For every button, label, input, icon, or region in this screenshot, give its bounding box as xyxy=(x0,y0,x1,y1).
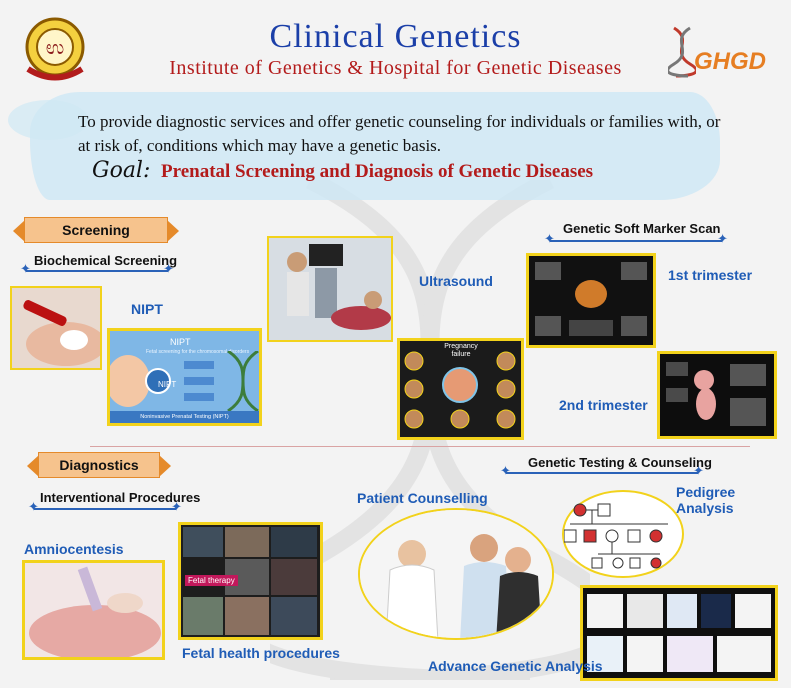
counselling-icon xyxy=(360,510,552,638)
nipt-label: NIPT xyxy=(131,301,163,317)
nipt-panel-footer: Noninvasive Prenatal Testing (NIPT) xyxy=(110,411,259,423)
fetus-images-icon xyxy=(400,341,521,437)
brush-accent xyxy=(8,100,88,140)
first-trimester-label: 1st trimester xyxy=(668,267,753,283)
interventional-procedures-label: Interventional Procedures xyxy=(40,490,201,505)
goal-label: Goal: xyxy=(92,158,151,183)
institute-subtitle: Institute of Genetics & Hospital for Gen… xyxy=(169,57,622,79)
ighgd-logo-text: GHGD xyxy=(694,48,766,75)
nipt-panel-subtitle: Fetal screening for the chromosomal diso… xyxy=(146,349,250,355)
page-title: Clinical Genetics xyxy=(269,18,522,55)
nipt-panel: NIPT Fetal screening for the chromosomal… xyxy=(107,328,262,426)
fetal-model-icon xyxy=(660,354,774,436)
pregnancy-failure-label: Pregnancy failure xyxy=(444,343,478,358)
advance-analysis-label: Advance Genetic Analysis xyxy=(428,658,603,674)
soft-marker-label: Genetic Soft Marker Scan xyxy=(563,221,721,236)
section-divider xyxy=(90,446,750,447)
ultrasound-label: Ultrasound xyxy=(419,273,493,289)
genetic-analysis-panel xyxy=(580,585,778,681)
amniocentesis-label: Amniocentesis xyxy=(24,541,124,557)
ultrasound-photo xyxy=(267,236,393,342)
diagnostics-ribbon: Diagnostics xyxy=(27,452,171,478)
biochemical-screening-label: Biochemical Screening xyxy=(34,253,178,268)
second-trimester-panel xyxy=(657,351,777,439)
brush-background xyxy=(30,92,720,200)
fetal-therapy-tag: Fetal therapy xyxy=(185,575,238,586)
pedigree-label: Pedigree Analysis xyxy=(676,484,736,516)
nipt-panel-title: NIPT xyxy=(170,337,191,347)
nipt-diagram-icon xyxy=(110,351,259,411)
university-logo-icon: ಉ xyxy=(25,17,85,81)
screening-ribbon: Screening xyxy=(13,217,179,243)
fetal-health-collage: Fetal therapy xyxy=(178,522,323,640)
second-trimester-label: 2nd trimester xyxy=(559,397,648,413)
genetic-analysis-icon xyxy=(583,588,775,678)
patient-counselling-label: Patient Counselling xyxy=(357,490,488,506)
pedigree-tree-icon xyxy=(563,503,668,569)
mission-statement: To provide diagnostic services and offer… xyxy=(78,112,721,155)
blood-test-photo xyxy=(10,286,102,370)
svg-text:ಉ: ಉ xyxy=(46,35,65,59)
amniocentesis-photo xyxy=(22,560,165,660)
goal-text: Prenatal Screening and Diagnosis of Gene… xyxy=(161,161,594,182)
ultrasound-scan-icon xyxy=(269,238,391,340)
genetic-testing-divider xyxy=(500,463,704,479)
syringe-icon xyxy=(12,288,100,368)
first-trimester-panel xyxy=(526,253,656,348)
genetic-testing-label: Genetic Testing & Counseling xyxy=(528,455,712,470)
dna-helix-logo-icon xyxy=(668,26,696,78)
counselling-photo xyxy=(358,508,554,640)
fetal-health-label: Fetal health procedures xyxy=(182,645,340,661)
pedigree-chart xyxy=(562,490,684,578)
soft-marker-scan-icon xyxy=(529,256,653,345)
biochemical-divider xyxy=(20,261,174,277)
amniocentesis-icon xyxy=(25,563,162,657)
soft-marker-divider xyxy=(544,231,728,247)
pregnancy-failure-panel: Pregnancy failure xyxy=(397,338,524,440)
interventional-divider xyxy=(28,499,182,515)
